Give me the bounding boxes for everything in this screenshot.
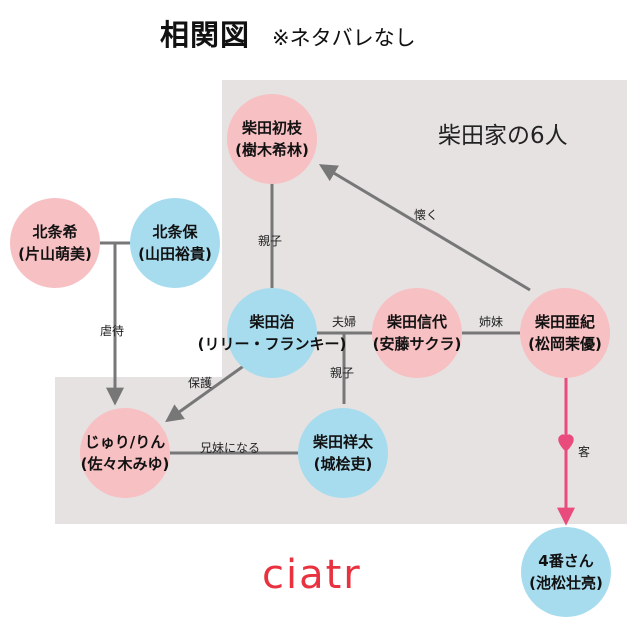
node-actor: (安藤サクラ) xyxy=(372,335,462,353)
edge-label-fuufu: 夫婦 xyxy=(332,315,357,329)
edge-label-oyako-top: 親子 xyxy=(258,234,283,248)
heart-icon xyxy=(558,434,574,452)
node-osamu: 柴田治 (リリー・フランキー) xyxy=(198,288,346,378)
node-aki: 柴田亜紀 (松岡茉優) xyxy=(520,288,610,378)
page-subtitle: ※ネタバレなし xyxy=(272,26,416,50)
group-label: 柴田家の6人 xyxy=(438,123,568,149)
node-name: 柴田治 xyxy=(249,313,295,331)
node-kitajo-tamotsu: 北条保 (山田裕貴) xyxy=(130,198,220,288)
node-hatsue: 柴田初枝 (樹木希林) xyxy=(227,94,317,184)
node-actor: (リリー・フランキー) xyxy=(197,335,347,353)
arrow-hogo xyxy=(165,363,246,423)
edge-label-kyaku: 客 xyxy=(578,445,591,459)
node-actor: (片山萌美) xyxy=(18,245,92,263)
node-guest4: 4番さん (池松壮亮) xyxy=(521,527,611,617)
edge-label-kyoudai: 兄妹になる xyxy=(200,441,261,455)
edge-label-shimai: 姉妹 xyxy=(479,315,504,329)
node-shota: 柴田祥太 (城桧吏) xyxy=(298,408,388,498)
node-actor: (樹木希林) xyxy=(235,141,309,159)
node-name: 4番さん xyxy=(538,552,594,570)
node-actor: (佐々木みゆ) xyxy=(80,455,170,473)
node-name: 北条保 xyxy=(152,223,198,241)
node-kitajo-nozomi: 北条希 (片山萌美) xyxy=(10,198,100,288)
edge-label-gyakutai: 虐待 xyxy=(100,324,125,338)
node-actor: (池松壮亮) xyxy=(529,574,603,592)
node-juri: じゅり/りん (佐々木みゆ) xyxy=(80,408,170,498)
node-actor: (松岡茉優) xyxy=(528,335,602,353)
node-name: 柴田信代 xyxy=(386,313,447,331)
node-actor: (山田裕貴) xyxy=(138,245,212,263)
node-name: 柴田祥太 xyxy=(312,433,373,451)
edge-label-hogo: 保護 xyxy=(188,376,213,390)
page-title: 相関図 xyxy=(160,18,251,52)
arrow-natsuku xyxy=(318,164,531,292)
node-name: じゅり/りん xyxy=(84,433,166,451)
header: 相関図 ※ネタバレなし xyxy=(160,12,416,62)
node-actor: (城桧吏) xyxy=(313,455,373,473)
node-name: 柴田初枝 xyxy=(241,119,302,137)
ciatr-logo: ciatr xyxy=(262,552,362,598)
node-nobuyo: 柴田信代 (安藤サクラ) xyxy=(372,288,462,378)
node-name: 北条希 xyxy=(32,223,78,241)
edge-label-natsuku: 懐く xyxy=(414,208,439,222)
node-name: 柴田亜紀 xyxy=(534,313,595,331)
edge-label-oyako-bottom: 親子 xyxy=(330,366,355,380)
